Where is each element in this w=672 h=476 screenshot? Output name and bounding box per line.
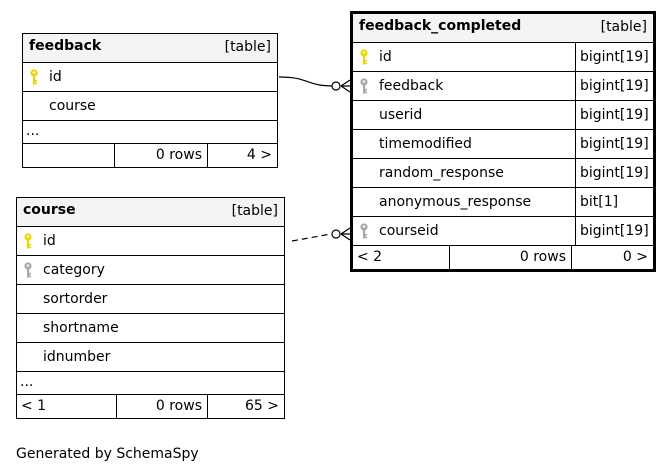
column-name: shortname (43, 320, 119, 336)
table-footer: 0 rows 4 > (23, 144, 277, 167)
footer-parents[interactable]: < 1 (17, 395, 117, 418)
footer-children[interactable]: 0 > (622, 249, 648, 265)
column-name: id (49, 69, 62, 85)
column-type: bigint[19] (575, 217, 649, 245)
column-row-userid[interactable]: userid bigint[19] (353, 101, 653, 130)
column-row-category[interactable]: category (17, 256, 284, 285)
column-name: feedback (379, 78, 444, 94)
column-name: id (43, 233, 56, 249)
footer-row-count: 0 rows (115, 144, 208, 167)
table-kind: [table] (224, 39, 271, 55)
primary-key-icon (29, 69, 39, 85)
column-row-course[interactable]: course (23, 92, 277, 121)
column-name: userid (379, 107, 423, 123)
table-name: feedback (29, 38, 102, 54)
column-name: id (379, 49, 392, 65)
column-row-feedback[interactable]: feedback bigint[19] (353, 72, 653, 101)
table-header: course [table] (17, 198, 284, 227)
footer-parents[interactable] (23, 144, 115, 167)
column-row-id[interactable]: id bigint[19] (353, 43, 653, 72)
table-kind: [table] (231, 203, 278, 219)
column-name: anonymous_response (379, 194, 532, 210)
column-type: bigint[19] (575, 43, 649, 71)
footer-row-count: 0 rows (450, 246, 572, 269)
table-name: feedback_completed (359, 18, 522, 34)
column-type: bit[1] (575, 188, 618, 216)
column-list: id category sortorder shortname idnumber (17, 227, 284, 372)
column-type: bigint[19] (575, 159, 649, 187)
column-row-id[interactable]: id (17, 227, 284, 256)
foreign-key-icon (359, 223, 369, 239)
column-type: bigint[19] (575, 130, 649, 158)
more-columns-ellipsis: ... (17, 372, 284, 395)
table-footer: < 1 0 rows 65 > (17, 395, 284, 418)
table-course[interactable]: course [table] id category sortorder shortn… (16, 197, 285, 419)
column-name: timemodified (379, 136, 472, 152)
column-list: id course (23, 63, 277, 121)
column-row-shortname[interactable]: shortname (17, 314, 284, 343)
column-name: sortorder (43, 291, 108, 307)
column-row-id[interactable]: id (23, 63, 277, 92)
column-list: id bigint[19] feedback bigint[19] userid bigi… (353, 43, 653, 246)
column-row-timemodified[interactable]: timemodified bigint[19] (353, 130, 653, 159)
column-name: courseid (379, 223, 439, 239)
generated-by-caption: Generated by SchemaSpy (16, 446, 199, 462)
foreign-key-icon (23, 262, 33, 278)
link-feedback-to-completed (278, 76, 335, 87)
column-name: category (43, 262, 105, 278)
table-footer: < 2 0 rows 0 > (353, 246, 653, 269)
more-columns-ellipsis: ... (23, 121, 277, 144)
column-name: course (49, 98, 96, 114)
column-row-idnumber[interactable]: idnumber (17, 343, 284, 372)
footer-row-count: 0 rows (117, 395, 208, 418)
column-row-anonymous-response[interactable]: anonymous_response bit[1] (353, 188, 653, 217)
table-header: feedback_completed [table] (353, 14, 653, 43)
footer-parents[interactable]: < 2 (353, 246, 450, 269)
link-course-to-completed (291, 233, 332, 242)
link-feedback-optional-marker (331, 81, 341, 91)
foreign-key-icon (359, 78, 369, 94)
table-kind: [table] (600, 19, 647, 35)
table-name: course (23, 202, 76, 218)
table-feedback[interactable]: feedback [table] id course ... 0 rows 4 > (22, 33, 278, 168)
column-type: bigint[19] (575, 72, 649, 100)
column-row-sortorder[interactable]: sortorder (17, 285, 284, 314)
primary-key-icon (359, 49, 369, 65)
table-header: feedback [table] (23, 34, 277, 63)
primary-key-icon (23, 233, 33, 249)
column-row-random-response[interactable]: random_response bigint[19] (353, 159, 653, 188)
link-course-optional-marker (331, 229, 341, 239)
footer-children[interactable]: 4 > (246, 147, 272, 163)
column-name: idnumber (43, 349, 111, 365)
footer-children[interactable]: 65 > (245, 398, 279, 414)
column-name: random_response (379, 165, 504, 181)
column-row-courseid[interactable]: courseid bigint[19] (353, 217, 653, 246)
column-type: bigint[19] (575, 101, 649, 129)
